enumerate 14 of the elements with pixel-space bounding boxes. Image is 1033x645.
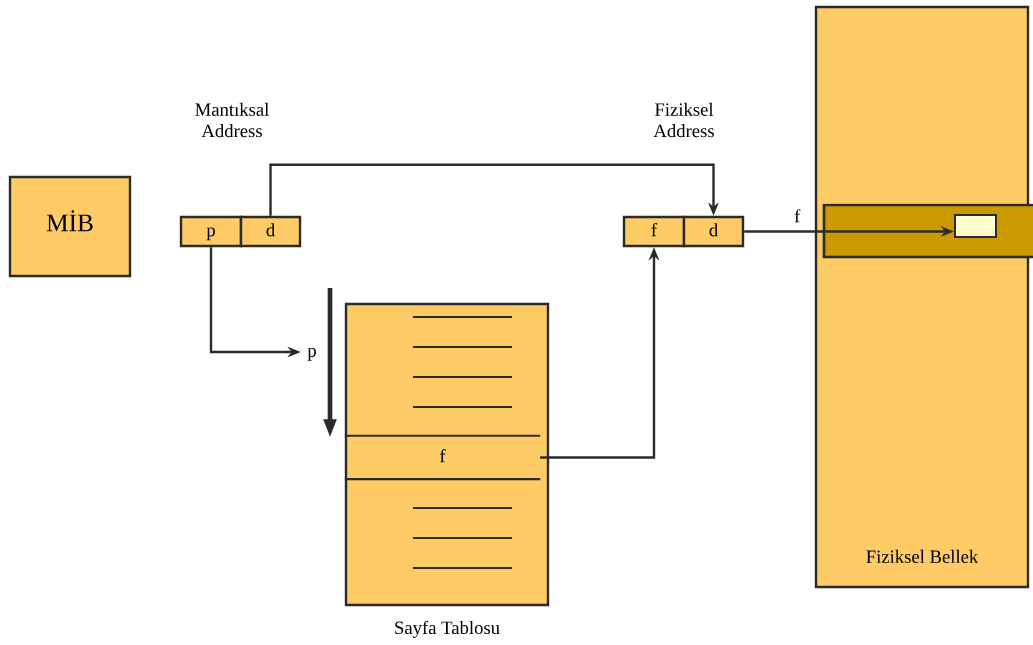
address-cell: p [179, 215, 243, 248]
process-box: MİB [8, 175, 132, 278]
table-entry: f [344, 434, 541, 481]
table-index-label: p [307, 347, 316, 361]
address-heading: Fiziksel Address [653, 102, 714, 138]
address-cell: d [239, 215, 302, 248]
address-cell: f [622, 215, 686, 248]
memory-word [954, 214, 997, 238]
memory-block: Fiziksel Bellek [814, 5, 1030, 589]
edge-label: f [794, 209, 801, 223]
address-cell: d [682, 215, 745, 248]
arrow [269, 163, 719, 216]
address-heading: Mantıksal Address [195, 102, 269, 138]
node-label: Sayfa Tablosu [395, 620, 500, 638]
